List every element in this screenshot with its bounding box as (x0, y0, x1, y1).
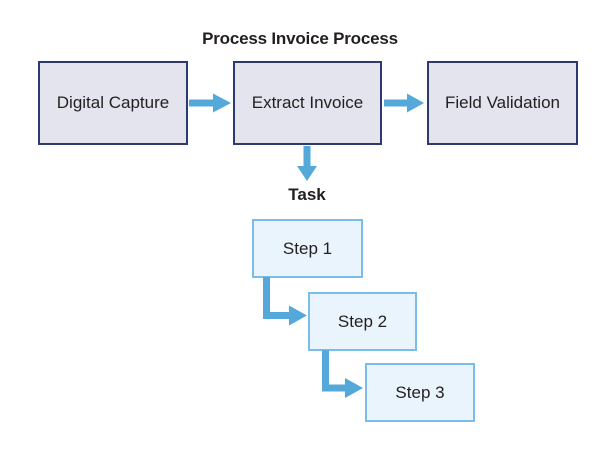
process-node-digital-capture: Digital Capture (38, 61, 188, 145)
arrow-head (345, 378, 363, 398)
arrow-shaft (263, 277, 290, 319)
process-node-label: Digital Capture (56, 93, 170, 112)
arrow-head (213, 93, 231, 113)
process-node-label: Extract Invoice (251, 93, 364, 112)
arrow-extract-to-validation-icon (384, 93, 424, 113)
task-step-label: Step 1 (282, 238, 333, 258)
arrow-head (407, 93, 424, 113)
arrow-shaft (322, 350, 346, 392)
task-group-label: Task (288, 185, 326, 204)
task-step-label: Step 3 (395, 382, 445, 402)
elbow-arrow-step1-to-step2-icon (263, 277, 307, 326)
process-node-extract-invoice: Extract Invoice (233, 61, 382, 145)
task-step-1: Step 1 (252, 219, 363, 278)
arrow-head (297, 166, 317, 181)
arrow-head (289, 305, 307, 326)
arrow-extract-to-task-icon (297, 146, 317, 181)
process-node-label: Field Validation (445, 93, 560, 112)
task-step-label: Step 2 (337, 311, 388, 331)
diagram-title: Process Invoice Process (202, 29, 398, 48)
task-step-2: Step 2 (308, 292, 417, 351)
task-step-3: Step 3 (365, 363, 475, 422)
process-node-field-validation: Field Validation (427, 61, 578, 145)
elbow-arrow-step2-to-step3-icon (322, 350, 363, 398)
arrow-capture-to-extract-icon (189, 93, 231, 113)
